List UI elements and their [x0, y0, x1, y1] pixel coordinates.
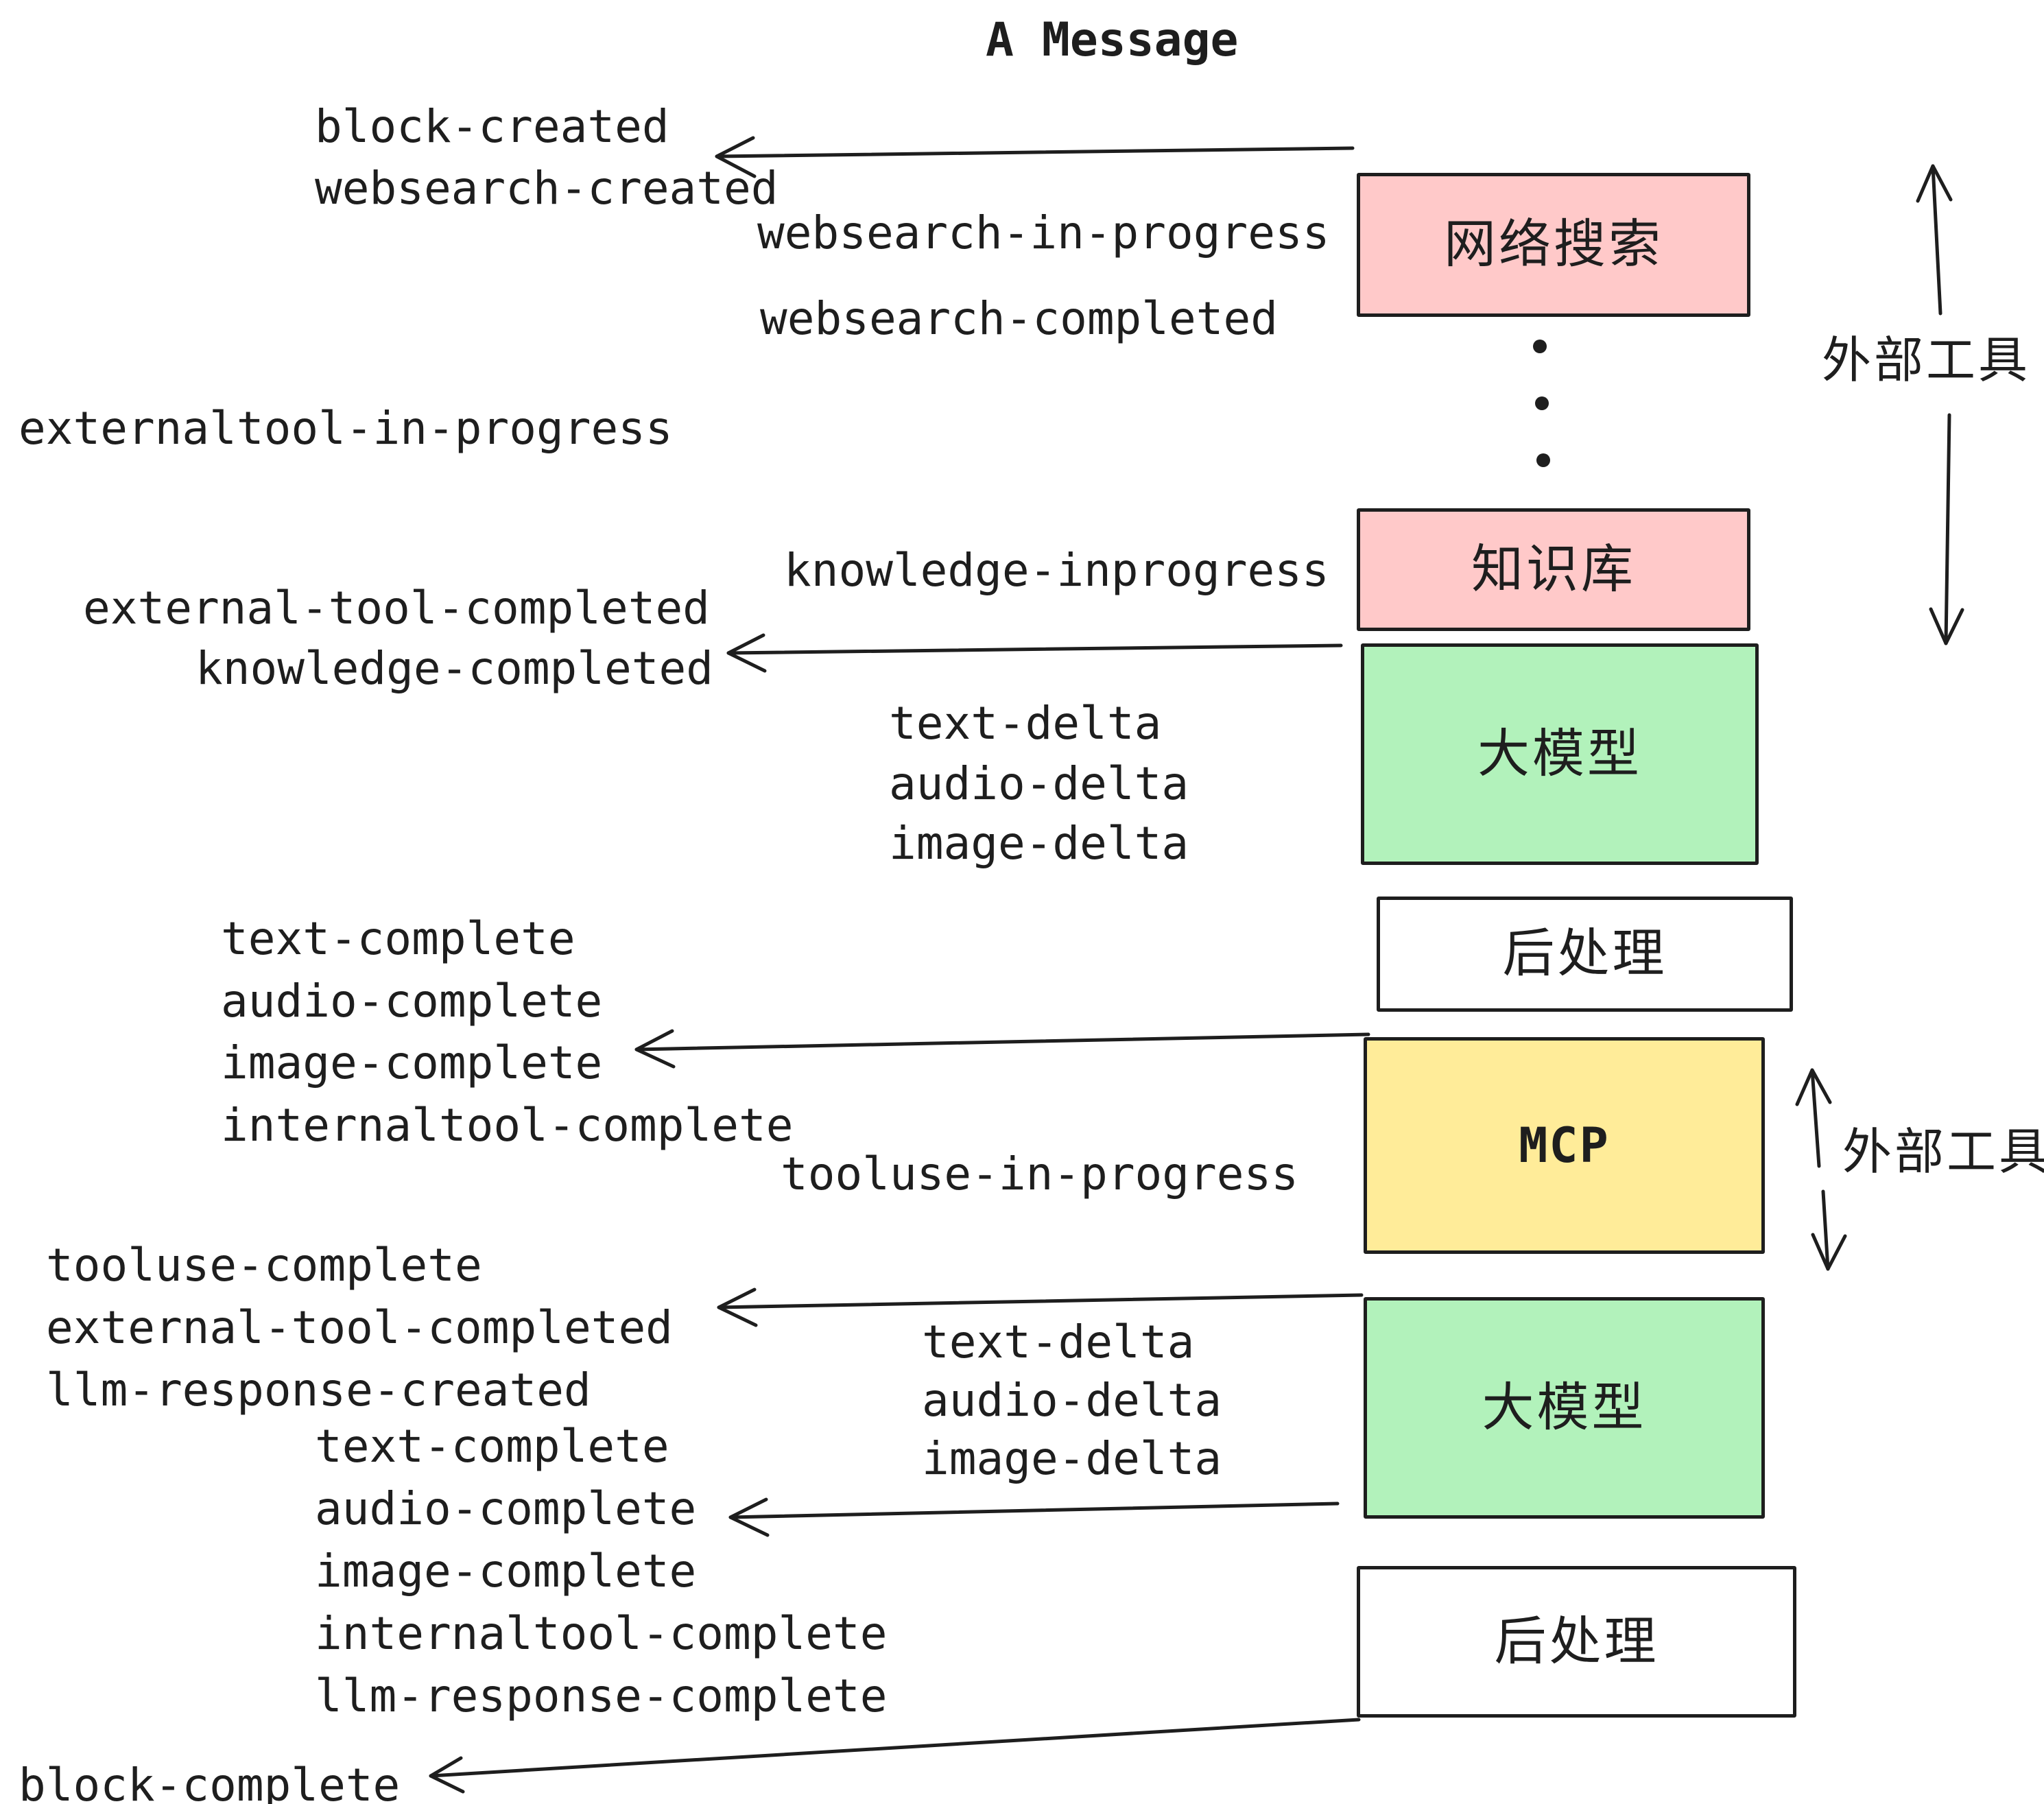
event-audio-complete-2: audio-complete: [315, 1482, 697, 1535]
box-knowledge-base: 知识库: [1357, 508, 1750, 631]
event-llm-response-created: llm-response-created: [46, 1364, 591, 1416]
diagram-title: A Message: [986, 13, 1239, 67]
event-audio-delta-2: audio-delta: [922, 1374, 1222, 1427]
arrow-websearch-created: [715, 136, 1355, 178]
event-tooluse-complete: tooluse-complete: [46, 1239, 482, 1292]
vertical-ellipsis-icon: [1533, 340, 1550, 467]
event-audio-complete: audio-complete: [221, 975, 603, 1028]
box-llm-2-label: 大模型: [1482, 1378, 1647, 1437]
box-post-process-2: 后处理: [1357, 1566, 1796, 1718]
event-text-delta: text-delta: [889, 697, 1162, 750]
event-block-created: block-created: [315, 100, 669, 153]
event-text-complete-2: text-complete: [315, 1420, 669, 1473]
arrow-knowledge-completed: [726, 633, 1343, 673]
box-llm-1: 大模型: [1361, 643, 1759, 865]
arrow-tooluse-complete: [717, 1287, 1364, 1327]
event-knowledge-completed: knowledge-completed: [195, 642, 713, 695]
event-internaltool-complete-2: internaltool-complete: [315, 1607, 888, 1660]
box-post-process-1: 后处理: [1377, 897, 1793, 1012]
event-websearch-created: websearch-created: [315, 162, 779, 215]
box-llm-1-label: 大模型: [1477, 724, 1642, 783]
external-tools-down-arrow-1: [1929, 413, 1964, 645]
external-tools-up-arrow-2: [1795, 1068, 1832, 1168]
box-web-search-label: 网络搜索: [1444, 215, 1663, 274]
arrow-image-complete: [634, 1029, 1370, 1069]
box-post-process-1-label: 后处理: [1502, 925, 1667, 983]
external-tools-down-arrow-2: [1811, 1189, 1847, 1271]
arrow-block-complete: [429, 1718, 1361, 1794]
event-image-complete: image-complete: [221, 1036, 603, 1089]
event-websearch-completed: websearch-completed: [760, 292, 1278, 345]
event-internaltool-complete: internaltool-complete: [221, 1099, 794, 1152]
box-web-search: 网络搜索: [1357, 173, 1750, 317]
event-text-delta-2: text-delta: [922, 1316, 1195, 1368]
box-mcp-label: MCP: [1519, 1117, 1610, 1174]
event-llm-response-complete: llm-response-complete: [315, 1670, 888, 1722]
box-llm-2: 大模型: [1364, 1297, 1765, 1519]
arrow-audio-complete: [728, 1497, 1340, 1537]
external-tools-up-arrow-1: [1916, 164, 1953, 316]
event-externaltool-in-progress: externaltool-in-progress: [19, 402, 673, 455]
box-mcp: MCP: [1364, 1037, 1765, 1254]
event-text-complete: text-complete: [221, 912, 575, 965]
event-audio-delta: audio-delta: [889, 757, 1189, 810]
event-image-delta-2: image-delta: [922, 1432, 1222, 1485]
event-tooluse-in-progress: tooluse-in-progress: [781, 1148, 1298, 1200]
external-tools-label-2: 外部工具: [1842, 1125, 2044, 1180]
box-post-process-2-label: 后处理: [1494, 1612, 1659, 1671]
event-knowledge-inprogress: knowledge-inprogress: [784, 544, 1329, 597]
event-external-tool-completed: external-tool-completed: [83, 582, 710, 634]
event-image-delta: image-delta: [889, 817, 1189, 870]
box-knowledge-base-label: 知识库: [1471, 540, 1636, 599]
event-external-tool-completed-2: external-tool-completed: [46, 1301, 673, 1354]
external-tools-label-1: 外部工具: [1822, 333, 2031, 388]
event-block-complete: block-complete: [19, 1759, 401, 1804]
event-image-complete-2: image-complete: [315, 1545, 697, 1598]
event-websearch-in-progress: websearch-in-progress: [757, 206, 1330, 259]
